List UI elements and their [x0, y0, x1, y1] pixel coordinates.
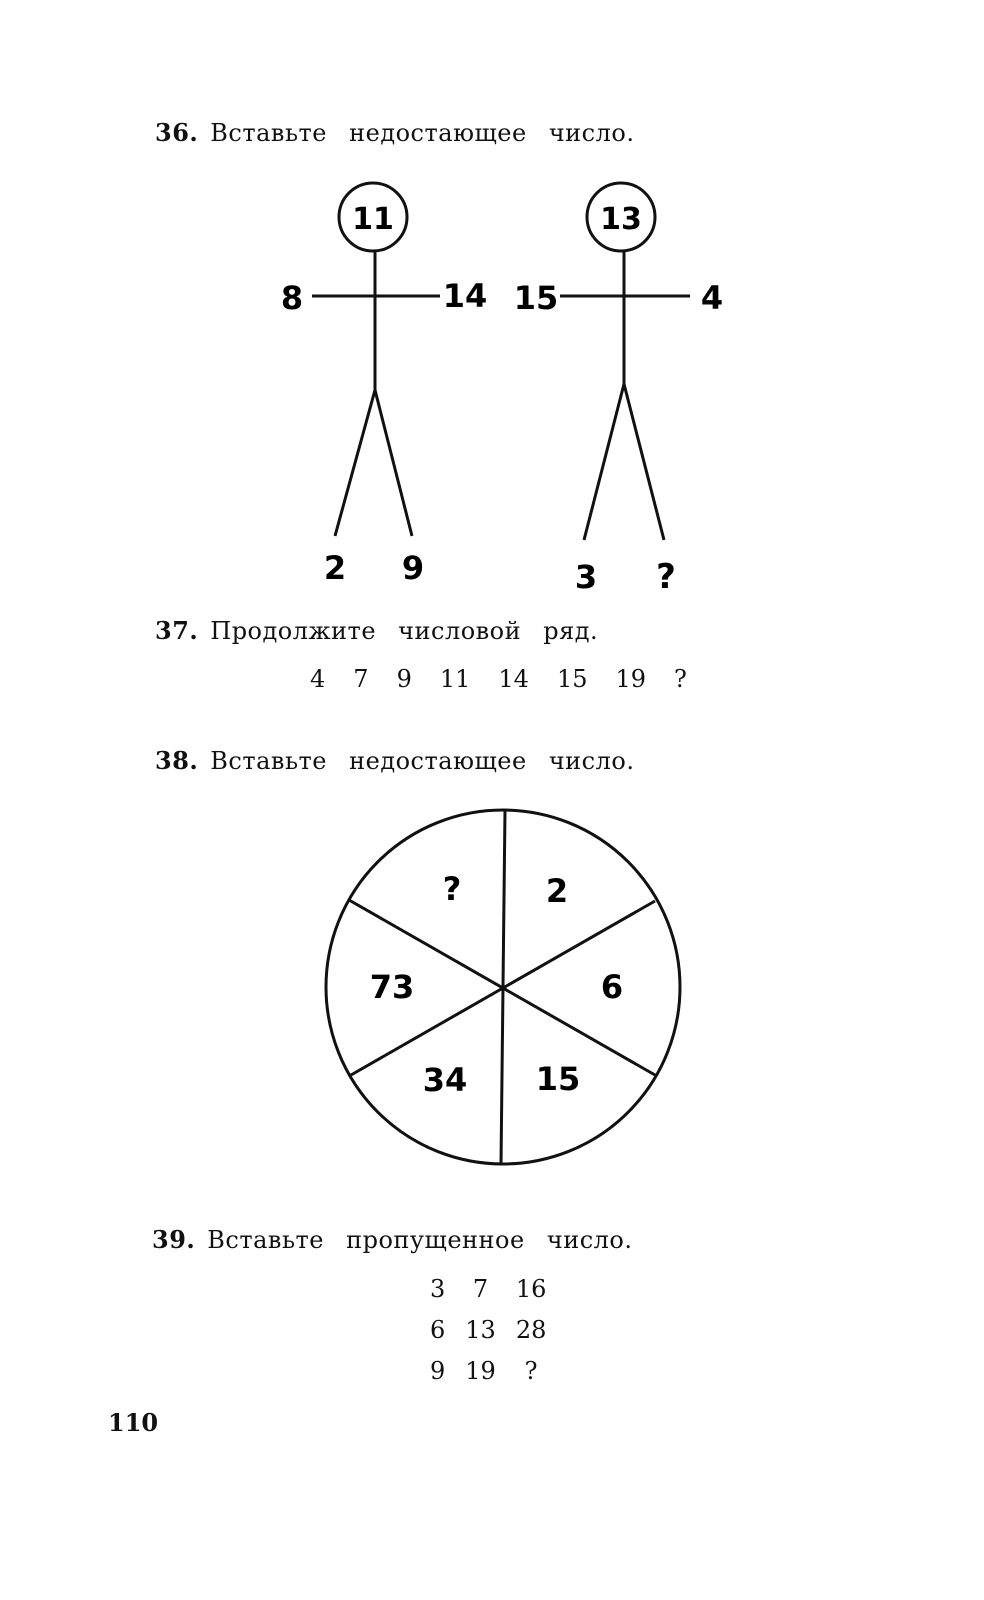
series-item: 11 — [439, 665, 471, 693]
question-number: 39. — [152, 1225, 196, 1254]
figure-left-value: 15 — [514, 279, 559, 317]
series-item: 7 — [353, 665, 369, 693]
grid-cell: 16 — [515, 1274, 547, 1303]
series-item: 14 — [498, 665, 529, 693]
figure-right-value: 14 — [443, 277, 488, 315]
grid-row: 9 19 ? — [420, 1350, 556, 1391]
grid-cell: 9 — [430, 1356, 446, 1385]
grid-cell: 6 — [430, 1315, 446, 1344]
grid-cell: 13 — [465, 1315, 496, 1344]
number-grid: 3 7 16 6 13 28 9 19 ? — [420, 1268, 556, 1391]
stick-figure-2: 13 15 4 3 ? — [514, 181, 723, 597]
figure-head-value: 13 — [600, 202, 642, 237]
series-item: 15 — [556, 665, 588, 693]
segment-right-value: 6 — [601, 968, 623, 1006]
question-text: Продолжите числовой ряд. — [210, 617, 599, 645]
figure-head-value: 11 — [352, 202, 394, 237]
series-item: 9 — [396, 665, 412, 693]
figure-foot-right-value: ? — [656, 557, 676, 597]
figure-head-circle — [337, 181, 409, 253]
figure-head-circle — [585, 181, 657, 253]
question-37-heading: 37. Продолжите числовой ряд. — [155, 616, 598, 645]
figure-foot-left-value: 2 — [324, 549, 346, 587]
figure-leg-right — [373, 389, 414, 537]
series-item: 19 — [615, 665, 647, 693]
segment-left-value: 73 — [370, 968, 415, 1006]
question-text: Вставьте недостающее число. — [210, 747, 635, 775]
segment-bottom-left-value: 34 — [423, 1061, 468, 1099]
figure-left-value: 8 — [281, 279, 303, 317]
question-36-heading: 36. Вставьте недостающее число. — [155, 118, 634, 147]
divider-diagonal-up — [350, 899, 656, 1077]
grid-row: 3 7 16 — [420, 1268, 556, 1309]
segmented-circle: ? 2 6 15 34 73 — [324, 808, 682, 1166]
grid-cell: 19 — [465, 1356, 496, 1385]
figure-leg-left — [333, 389, 377, 537]
grid-cell: 3 — [430, 1274, 446, 1303]
grid-cell: 7 — [472, 1274, 489, 1303]
question-number: 37. — [155, 616, 199, 645]
question-38-heading: 38. Вставьте недостающее число. — [155, 746, 634, 775]
series-item: 4 — [310, 665, 326, 693]
figure-foot-left-value: 3 — [575, 558, 597, 596]
circle-outline — [324, 808, 682, 1166]
segment-top-right-value: 2 — [546, 872, 568, 910]
stick-figure-1: 11 8 14 2 9 — [281, 181, 488, 587]
question-text: Вставьте недостающее число. — [210, 119, 635, 147]
segment-bottom-right-value: 15 — [536, 1060, 581, 1098]
figure-right-value: 4 — [701, 279, 723, 317]
page-number: 110 — [108, 1408, 159, 1437]
figure-leg-left — [582, 383, 626, 541]
grid-cell: 28 — [515, 1315, 547, 1344]
question-number: 38. — [155, 746, 199, 775]
grid-row: 6 13 28 — [420, 1309, 556, 1350]
grid-cell: ? — [524, 1356, 538, 1385]
question-text: Вставьте пропущенное число. — [207, 1226, 633, 1254]
question-39-heading: 39. Вставьте пропущенное число. — [152, 1225, 632, 1254]
question-number: 36. — [155, 118, 199, 147]
segment-top-left-value: ? — [443, 870, 462, 908]
series-item: ? — [674, 665, 687, 693]
figure-foot-right-value: 9 — [402, 549, 424, 587]
figure-leg-right — [622, 383, 666, 541]
